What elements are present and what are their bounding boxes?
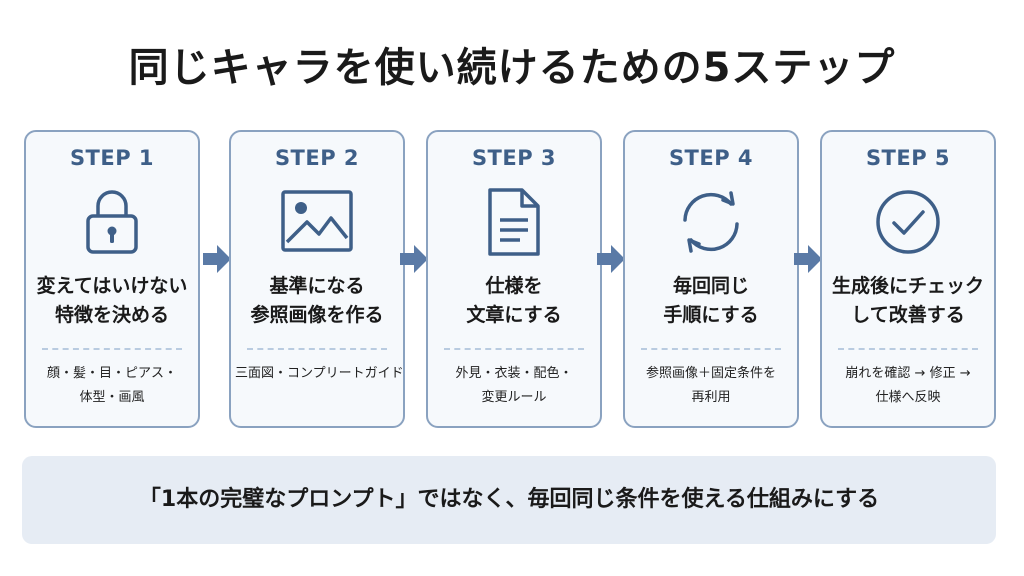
step-label: STEP 4 — [668, 146, 754, 170]
divider — [444, 348, 584, 350]
step-heading-line: 生成後にチェック — [831, 275, 984, 297]
arrow-right-icon — [203, 244, 231, 274]
step-heading-line: 文章にする — [466, 304, 562, 326]
refresh-icon — [673, 186, 749, 258]
step-detail-line: 崩れを確認 → 修正 → — [845, 366, 971, 381]
step-detail-line: 外見・衣装・配色・ — [455, 366, 573, 381]
step-detail-line: 顔・髪・目・ピアス・ — [46, 366, 177, 381]
step-card-1: STEP 1 変えてはいけない 特徴を決める 顔・髪・目・ピアス・ 体型・画風 — [24, 130, 200, 428]
step-detail: 崩れを確認 → 修正 → 仕様へ反映 — [826, 362, 990, 410]
arrow-right-icon — [400, 244, 428, 274]
divider — [641, 348, 781, 350]
step-heading: 仕様を 文章にする — [432, 272, 596, 330]
document-icon — [476, 186, 552, 258]
step-card-5: STEP 5 生成後にチェック して改善する 崩れを確認 → 修正 → 仕様へ反… — [820, 130, 996, 428]
image-icon — [279, 186, 355, 258]
step-card-3: STEP 3 仕様を 文章にする 外見・衣装・配色・ 変更ルール — [426, 130, 602, 428]
page-title: 同じキャラを使い続けるための5ステップ — [128, 45, 896, 91]
step-heading-line: 毎回同じ — [672, 275, 749, 297]
step-detail: 三面図・コンプリートガイド — [235, 362, 404, 386]
step-label: STEP 3 — [471, 146, 557, 170]
step-detail-line: 参照画像＋固定条件を — [645, 366, 776, 381]
step-heading: 生成後にチェック して改善する — [826, 272, 990, 330]
arrow-right-icon — [597, 244, 625, 274]
step-heading-line: 仕様を — [485, 275, 543, 297]
lock-icon — [74, 186, 150, 258]
step-label: STEP 5 — [865, 146, 951, 170]
step-heading-line: 手順にする — [663, 304, 759, 326]
step-card-4: STEP 4 毎回同じ 手順にする 参照画像＋固定条件を 再利用 — [623, 130, 799, 428]
step-label: STEP 2 — [274, 146, 360, 170]
step-detail-line: 三面図・コンプリートガイド — [235, 366, 404, 381]
divider — [838, 348, 978, 350]
check-circle-icon — [870, 186, 946, 258]
step-heading-line: 基準になる — [269, 275, 365, 297]
step-heading-line: 変えてはいけない — [36, 275, 188, 297]
arrow-right-icon — [794, 244, 822, 274]
step-heading: 変えてはいけない 特徴を決める — [30, 272, 194, 330]
summary-banner: 「1本の完璧なプロンプト」ではなく、毎回同じ条件を使える仕組みにする — [22, 456, 996, 544]
step-detail: 外見・衣装・配色・ 変更ルール — [432, 362, 596, 410]
step-heading-line: 特徴を決める — [54, 304, 169, 326]
step-detail: 顔・髪・目・ピアス・ 体型・画風 — [30, 362, 194, 410]
step-heading: 毎回同じ 手順にする — [629, 272, 793, 330]
step-detail: 参照画像＋固定条件を 再利用 — [629, 362, 793, 410]
step-detail-line: 仕様へ反映 — [875, 390, 941, 405]
step-heading-line: 参照画像を作る — [250, 304, 384, 326]
step-detail-line: 再利用 — [691, 390, 731, 405]
step-detail-line: 変更ルール — [481, 390, 547, 405]
step-heading: 基準になる 参照画像を作る — [235, 272, 399, 330]
divider — [42, 348, 182, 350]
step-detail-line: 体型・画風 — [79, 390, 145, 405]
divider — [247, 348, 387, 350]
step-heading-line: して改善する — [851, 304, 965, 326]
step-label: STEP 1 — [69, 146, 155, 170]
step-card-2: STEP 2 基準になる 参照画像を作る 三面図・コンプリートガイド — [229, 130, 405, 428]
